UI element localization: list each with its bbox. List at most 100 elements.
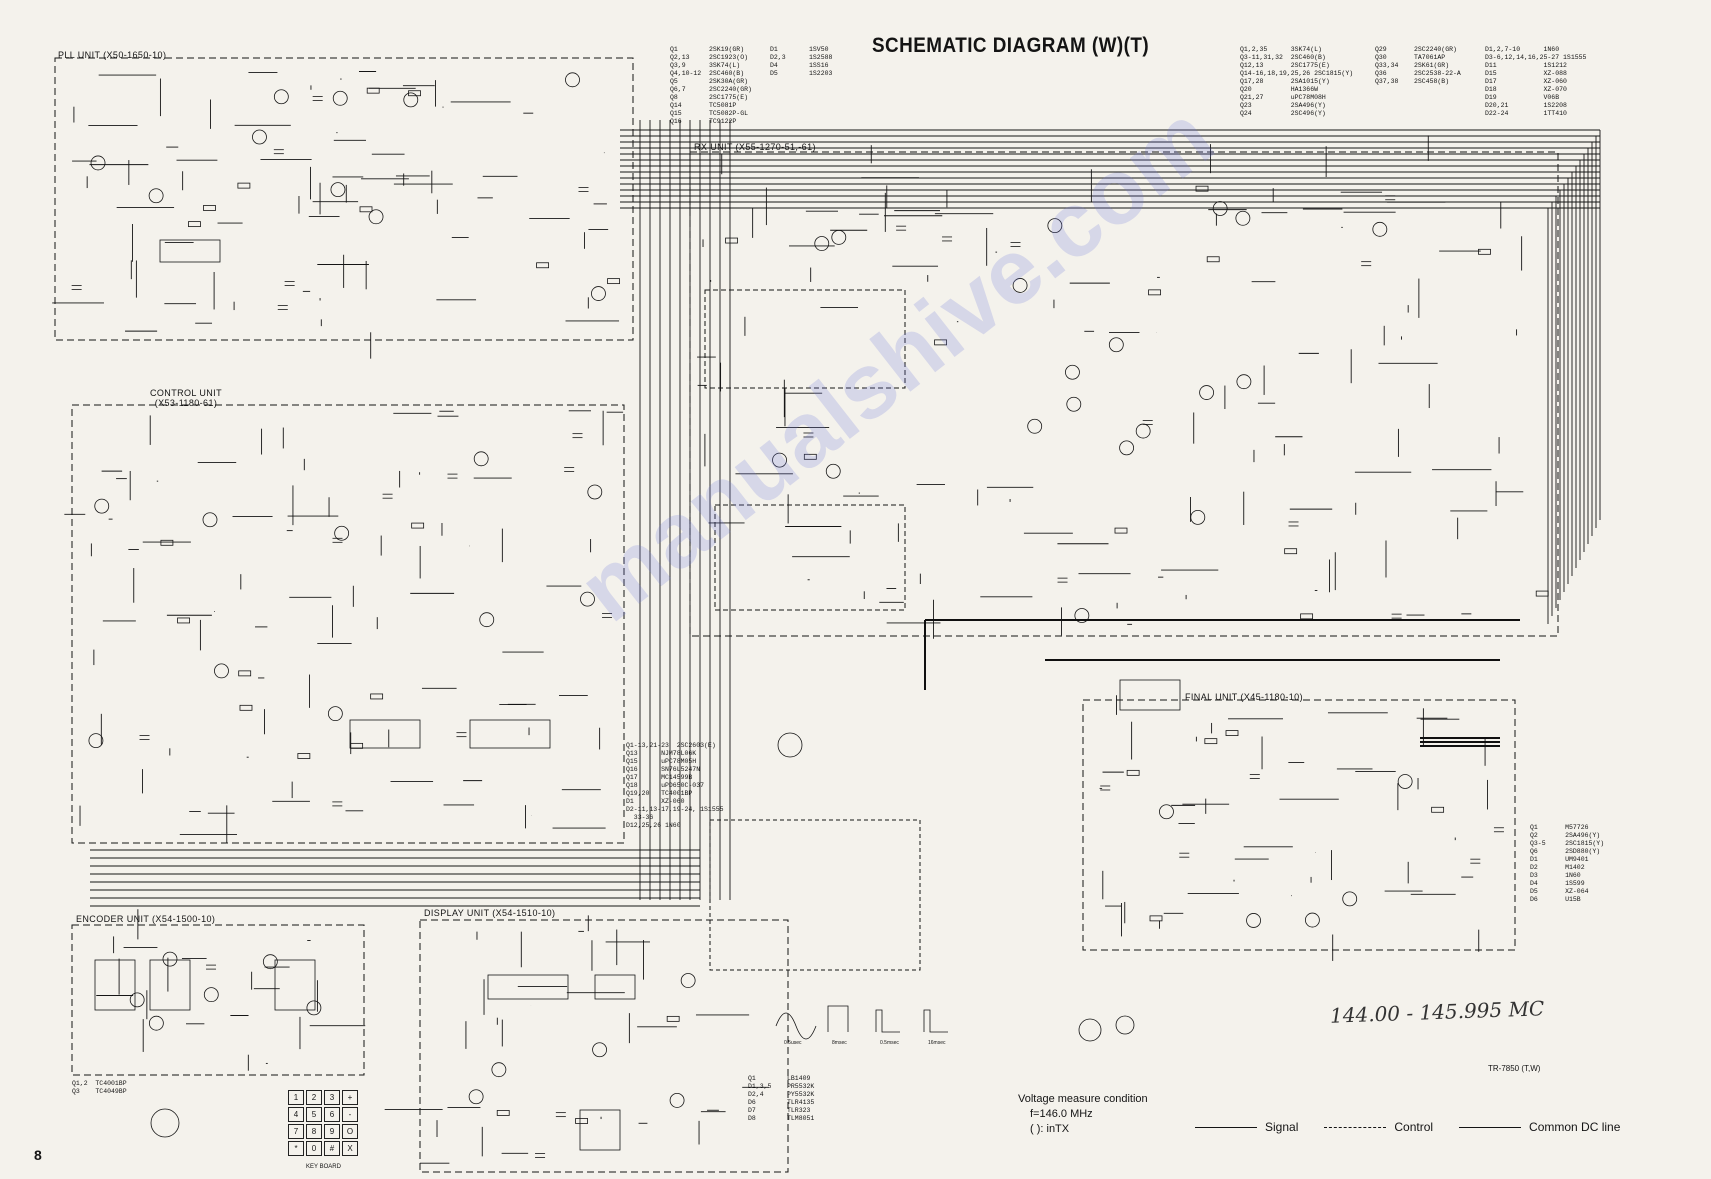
resistor-symbol	[575, 1118, 588, 1124]
transistor-symbol	[591, 286, 606, 301]
resistor-symbol	[411, 522, 425, 529]
key-board-label: KEY BOARD	[306, 1164, 341, 1170]
ic-display-q1	[579, 1109, 621, 1151]
transistor-symbol	[148, 188, 164, 204]
transistor-symbol	[479, 612, 495, 628]
waveform-label-1: 0.5usec	[784, 1040, 802, 1046]
parts-list-display: Q1 LB1409 D1,3,5 PR5532K D2,4 PY5532K D6…	[748, 1075, 815, 1122]
parts-list-rx-transistors: Q1,2,35 3SK74(L) Q3-11,31,32 2SC460(B) Q…	[1240, 46, 1354, 117]
voltage-heading: Voltage measure condition	[1018, 1093, 1148, 1105]
resistor-symbol	[408, 90, 421, 97]
resistor-symbol	[1149, 915, 1163, 922]
parts-list-final: Q1 M57726 Q2 2SA496(Y) Q3-5 2SC1815(Y) Q…	[1530, 824, 1605, 903]
encoder-unit-box	[71, 924, 365, 1076]
transistor-symbol	[334, 525, 350, 541]
pll-unit-label: PLL UNIT (X50-1650-10)	[58, 50, 167, 60]
resistor-symbol	[237, 182, 251, 189]
resistor-symbol	[203, 205, 216, 211]
resistor-symbol	[359, 206, 373, 213]
transistor-symbol	[1108, 337, 1124, 353]
resistor-symbol	[1126, 769, 1140, 776]
pll-unit-box	[54, 57, 634, 341]
transistor-symbol	[491, 1062, 507, 1078]
waveform-drawings	[775, 1005, 948, 1040]
resistor-symbol	[1284, 548, 1298, 555]
transistor-symbol	[1047, 218, 1063, 234]
ic-q14	[159, 239, 221, 263]
line-legend: Signal Control Common DC line	[1195, 1120, 1620, 1134]
resistor-symbol	[1195, 185, 1209, 192]
dc-line-swatch	[1459, 1126, 1522, 1128]
control-line-swatch	[1324, 1126, 1387, 1128]
ic-encoder-q3	[274, 959, 316, 1011]
resistor-symbol	[1204, 738, 1218, 745]
transistor-symbol	[1190, 509, 1206, 525]
key-2: 2	[306, 1090, 322, 1105]
final-unit-box	[1082, 699, 1516, 951]
transistor-symbol	[252, 129, 267, 145]
transistor-symbol	[88, 733, 104, 749]
encoder-unit-label: ENCODER UNIT (X54-1500-10)	[76, 914, 216, 924]
transistor-symbol	[306, 1000, 322, 1016]
transistor-symbol	[1119, 440, 1135, 456]
page-number: 8	[34, 1147, 42, 1163]
transistor-symbol	[368, 209, 384, 225]
key-o: O	[342, 1124, 358, 1139]
transistor-symbol	[90, 155, 106, 171]
transistor-symbol	[831, 230, 847, 245]
model-tag: TR-7850 (T,W)	[1488, 1064, 1541, 1073]
transistor-symbol	[332, 90, 348, 106]
waveform-label-4: 16msec	[928, 1040, 946, 1046]
transistor-symbol	[565, 72, 580, 88]
resistor-symbol	[297, 753, 311, 759]
resistor-symbol	[1206, 256, 1220, 263]
resistor-symbol	[666, 1015, 680, 1022]
resistor-symbol	[1535, 590, 1549, 597]
transistor-symbol	[1212, 201, 1228, 216]
transistor-symbol	[262, 954, 278, 970]
transistor-symbol	[1246, 913, 1261, 928]
waveform-label-2: 8msec	[832, 1040, 847, 1046]
resistor-symbol	[177, 617, 190, 624]
ic-q16	[469, 719, 551, 749]
transistor-symbol	[129, 992, 145, 1008]
key-7: 7	[288, 1124, 304, 1139]
transistor-symbol	[1074, 608, 1090, 623]
rx-unit-label: RX UNIT (X55-1270-51,-61)	[694, 142, 816, 152]
resistor-symbol	[536, 262, 549, 269]
transistor-symbol	[1397, 774, 1413, 789]
transistor-symbol	[1135, 423, 1151, 439]
parts-list-pll-diodes: D1 1SV50 D2,3 1S2588 D4 1SS16 D5 1S2203	[770, 46, 833, 77]
key-x: X	[342, 1141, 358, 1156]
mic-connector	[777, 732, 803, 758]
key-4: 4	[288, 1107, 304, 1122]
transistor-symbol	[403, 92, 419, 108]
display-unit-label: DISPLAY UNIT (X54-1510-10)	[424, 908, 556, 918]
tx-subbox	[704, 289, 906, 389]
voltage-measure-condition: Voltage measure condition f=146.0 MHz ( …	[1018, 1092, 1148, 1137]
legend-dc: Common DC line	[1459, 1120, 1620, 1134]
resistor-symbol	[188, 221, 201, 228]
key-0: 0	[306, 1141, 322, 1156]
rx-unit-box	[689, 151, 1559, 637]
transistor-symbol	[148, 1015, 164, 1031]
transistor-symbol	[203, 987, 219, 1003]
dc-jack	[1078, 1018, 1102, 1042]
resistor-symbol	[934, 339, 947, 346]
resistor-symbol	[725, 237, 738, 244]
key-5: 5	[306, 1107, 322, 1122]
key-plus: +	[342, 1090, 358, 1105]
transistor-symbol	[473, 451, 489, 467]
speaker-symbol	[150, 1108, 180, 1138]
resistor-symbol	[1114, 527, 1128, 534]
transistor-symbol	[580, 591, 595, 607]
legend-control-label: Control	[1394, 1120, 1434, 1134]
transistor-symbol	[162, 951, 178, 967]
transistor-symbol	[1372, 221, 1388, 237]
parts-list-encoder: Q1,2 TC4001BP Q3 TC4049BP	[72, 1080, 127, 1095]
transistor-symbol	[1159, 804, 1174, 820]
transistor-symbol	[1236, 374, 1252, 390]
transistor-symbol	[1065, 364, 1080, 380]
parts-list-pll: Q1 2SK19(GR) Q2,13 2SC1923(O) Q3,9 3SK74…	[670, 46, 752, 125]
